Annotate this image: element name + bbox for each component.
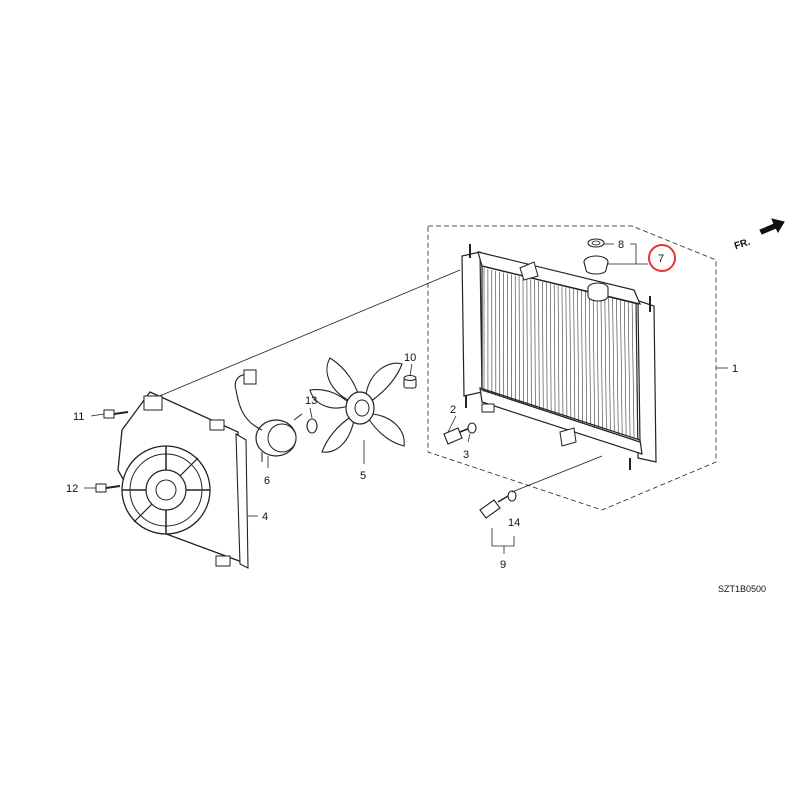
radiator-fin [624, 301, 627, 437]
callout-1: 1 [732, 363, 738, 375]
callout-12: 12 [66, 483, 78, 495]
radiator-fin [522, 277, 524, 405]
callout-5: 5 [360, 470, 366, 482]
radiator-fin [565, 287, 568, 418]
bolt-12 [95, 483, 121, 493]
bolt-11 [103, 409, 129, 419]
o-ring-3 [467, 422, 477, 434]
radiator-fin [549, 283, 552, 413]
radiator-fin [631, 303, 635, 439]
radiator-fin [612, 298, 615, 433]
radiator-fin [542, 281, 544, 411]
radiator-fin [627, 302, 631, 438]
radiator-fin [608, 297, 611, 432]
radiator-fin [581, 291, 584, 423]
sensor-leader [511, 455, 603, 493]
callout-14: 14 [508, 517, 520, 529]
radiator-fin [553, 284, 556, 415]
temp-sensor [479, 495, 509, 519]
callout-10: 10 [404, 352, 416, 364]
fan-shroud [117, 391, 249, 569]
radiator-fin [635, 303, 639, 441]
callout-11: 11 [73, 411, 84, 423]
cooling-fan [309, 357, 405, 453]
callout-8: 8 [618, 239, 624, 251]
radiator-fin [526, 278, 528, 406]
front-direction-label: FR. [733, 237, 752, 253]
radiator-fin [538, 280, 540, 410]
radiator-fin [588, 292, 591, 426]
radiator-assembly-outline [427, 225, 717, 511]
radiator-fin [585, 291, 587, 425]
radiator-fin [534, 279, 536, 409]
cap-gasket [587, 238, 605, 248]
radiator-fin [577, 290, 580, 422]
callout-4: 4 [262, 511, 268, 523]
diagram-code: SZT1B0500 [718, 584, 766, 594]
radiator-fin [530, 279, 532, 407]
radiator [461, 244, 657, 470]
radiator-fin [546, 282, 548, 412]
radiator-fin [604, 296, 607, 431]
callout-6: 6 [264, 475, 270, 487]
washer-13 [306, 418, 318, 434]
radiator-fin [569, 288, 572, 420]
drain-plug [443, 427, 471, 445]
fan-motor [234, 369, 303, 462]
callout-3: 3 [463, 449, 469, 461]
radiator-fin [616, 299, 619, 434]
leader-lines [84, 243, 728, 554]
radiator-fin [600, 295, 603, 429]
radiator-cap [583, 255, 609, 275]
callout-9: 9 [500, 559, 506, 571]
callout-13: 13 [305, 395, 317, 407]
callout-7: 7 [658, 253, 664, 265]
nut-10 [403, 375, 417, 389]
radiator-fin [557, 285, 560, 416]
o-ring-14 [507, 490, 517, 502]
front-direction-indicator: FR. [733, 218, 785, 253]
callout-2: 2 [450, 404, 456, 416]
radiator-fin [573, 289, 576, 421]
radiator-fin [561, 286, 564, 417]
radiator-fin [596, 294, 599, 428]
highlight-circle [648, 244, 676, 272]
radiator-fin [592, 293, 595, 427]
front-direction-arrow-icon [759, 218, 785, 235]
assembly-leader-line [149, 269, 461, 401]
radiator-fin [620, 300, 623, 436]
